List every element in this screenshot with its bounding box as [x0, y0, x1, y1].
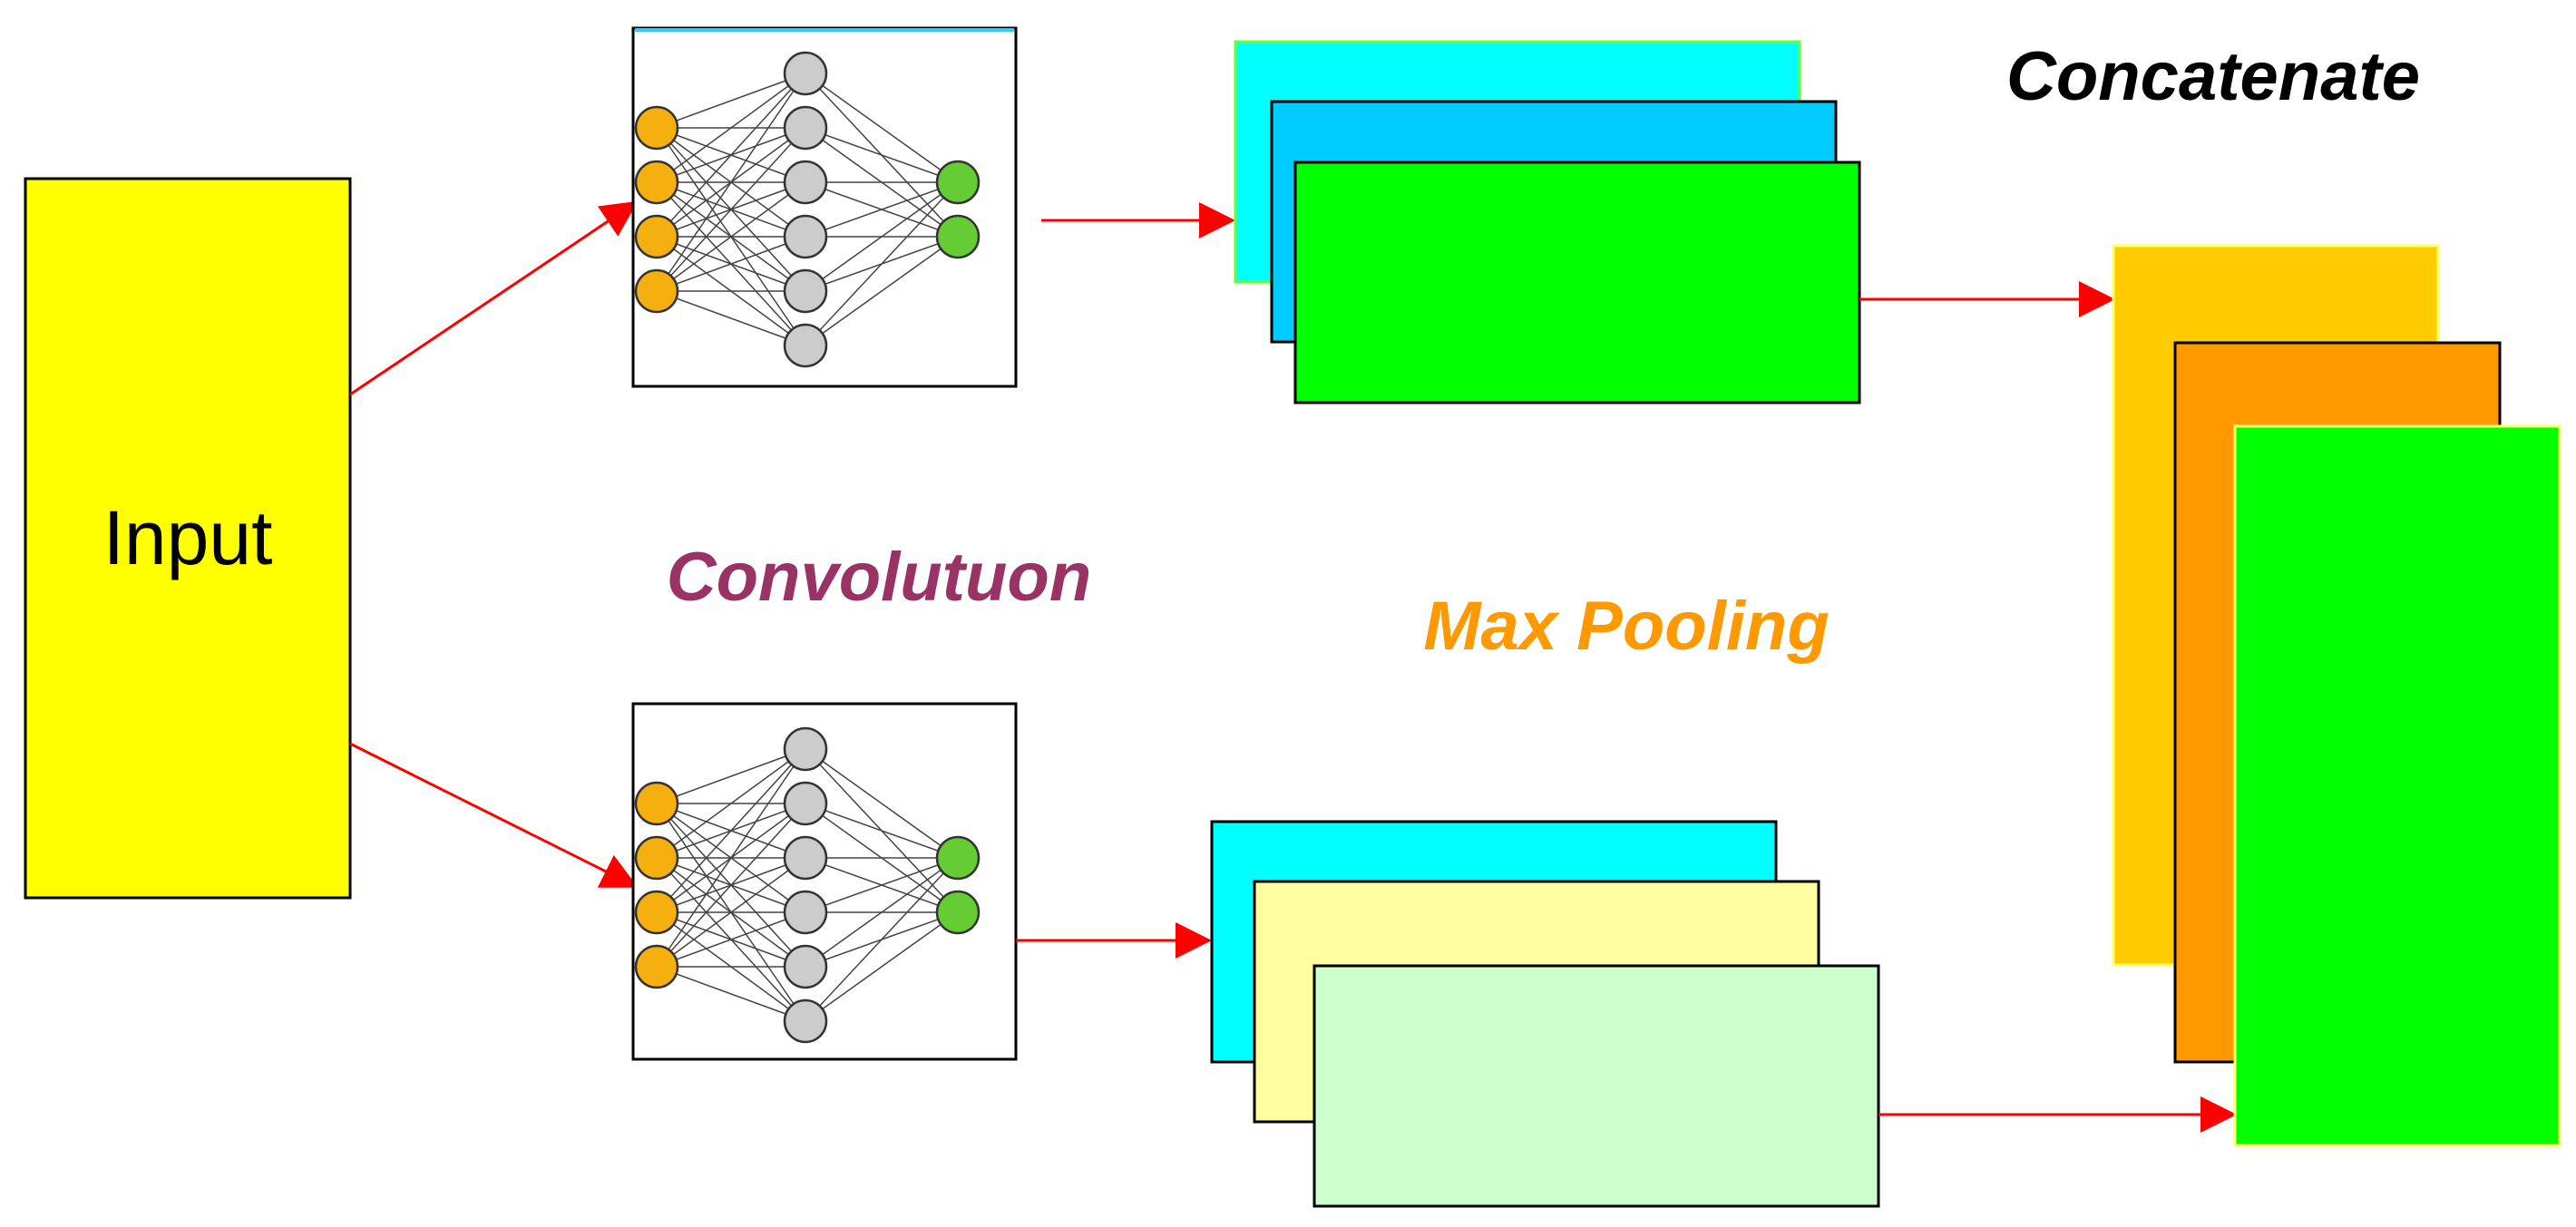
hidden-neuron [783, 998, 828, 1044]
connection-line [805, 127, 959, 183]
connection-line [805, 748, 959, 859]
convolution-label: Convolutuon [667, 539, 1092, 616]
connection-line [656, 127, 806, 292]
connection-line [656, 290, 806, 346]
output-neuron [935, 890, 981, 935]
bottom-network [631, 702, 1018, 1061]
hidden-neuron [783, 890, 828, 935]
connection-line [805, 73, 959, 183]
connection-line [656, 73, 806, 129]
connection-line [656, 73, 806, 292]
hidden-neuron [783, 160, 828, 205]
hidden-neuron [783, 835, 828, 881]
hidden-neuron [783, 944, 828, 989]
connection-line [805, 803, 959, 859]
output-neuron [935, 214, 981, 259]
hidden-neuron [783, 268, 828, 314]
max-pooling-label: Max Pooling [1423, 588, 1830, 665]
connection-line [805, 236, 959, 346]
connection-line [656, 803, 806, 968]
connection-line [656, 748, 806, 804]
connection-line [805, 857, 959, 1022]
top-network-neurons [634, 51, 981, 368]
input-neuron [634, 105, 679, 151]
connection-line [656, 857, 806, 968]
connection-line [805, 181, 959, 346]
input-neuron [634, 835, 679, 881]
concat-arrows [1859, 281, 2237, 1133]
hidden-neuron [783, 323, 828, 368]
connection-line [656, 73, 806, 183]
input-neuron [634, 160, 679, 205]
bottom-network-connections [656, 748, 959, 1022]
output-neuron [935, 160, 981, 205]
concatenated-maps [2112, 244, 2561, 1147]
hidden-neuron [783, 105, 828, 151]
input-neuron [634, 268, 679, 314]
top-network-connections [656, 73, 959, 346]
input-label: Input [103, 495, 273, 580]
connection-line [656, 911, 806, 968]
connection-line [805, 181, 959, 292]
connection-line [805, 857, 959, 913]
bottom-network-neurons [634, 726, 981, 1044]
connection-line [805, 857, 959, 968]
arrow-input-to-top-network [349, 200, 639, 396]
input-neuron [634, 890, 679, 935]
top-feature-maps [1234, 40, 1861, 404]
connection-line [656, 73, 806, 238]
bottom-feature-maps [1210, 820, 1880, 1208]
connection-line [656, 236, 806, 292]
hidden-neuron [783, 51, 828, 96]
hidden-neuron [783, 726, 828, 772]
input-neuron [634, 944, 679, 989]
connection-line [656, 181, 806, 292]
connection-line [656, 748, 806, 968]
input-neuron [634, 214, 679, 259]
concatenate-label: Concatenate [2006, 38, 2420, 115]
output-neuron [935, 835, 981, 881]
input-neuron [634, 781, 679, 826]
network-arrows [1016, 202, 1235, 959]
input-box [24, 177, 352, 900]
concat-map-3 [2233, 424, 2561, 1147]
top-network [631, 26, 1018, 388]
arrow-input-to-bottom-network [349, 742, 639, 888]
connection-line [656, 966, 806, 1022]
connection-line [656, 748, 806, 859]
connection-line [805, 181, 959, 238]
hidden-neuron [783, 214, 828, 259]
input-block: Input [24, 177, 352, 900]
top-map-3 [1293, 161, 1861, 404]
bottom-map-3 [1312, 964, 1880, 1208]
hidden-neuron [783, 781, 828, 826]
connection-line [805, 911, 959, 1022]
input-arrows [349, 200, 639, 888]
connection-line [656, 748, 806, 913]
